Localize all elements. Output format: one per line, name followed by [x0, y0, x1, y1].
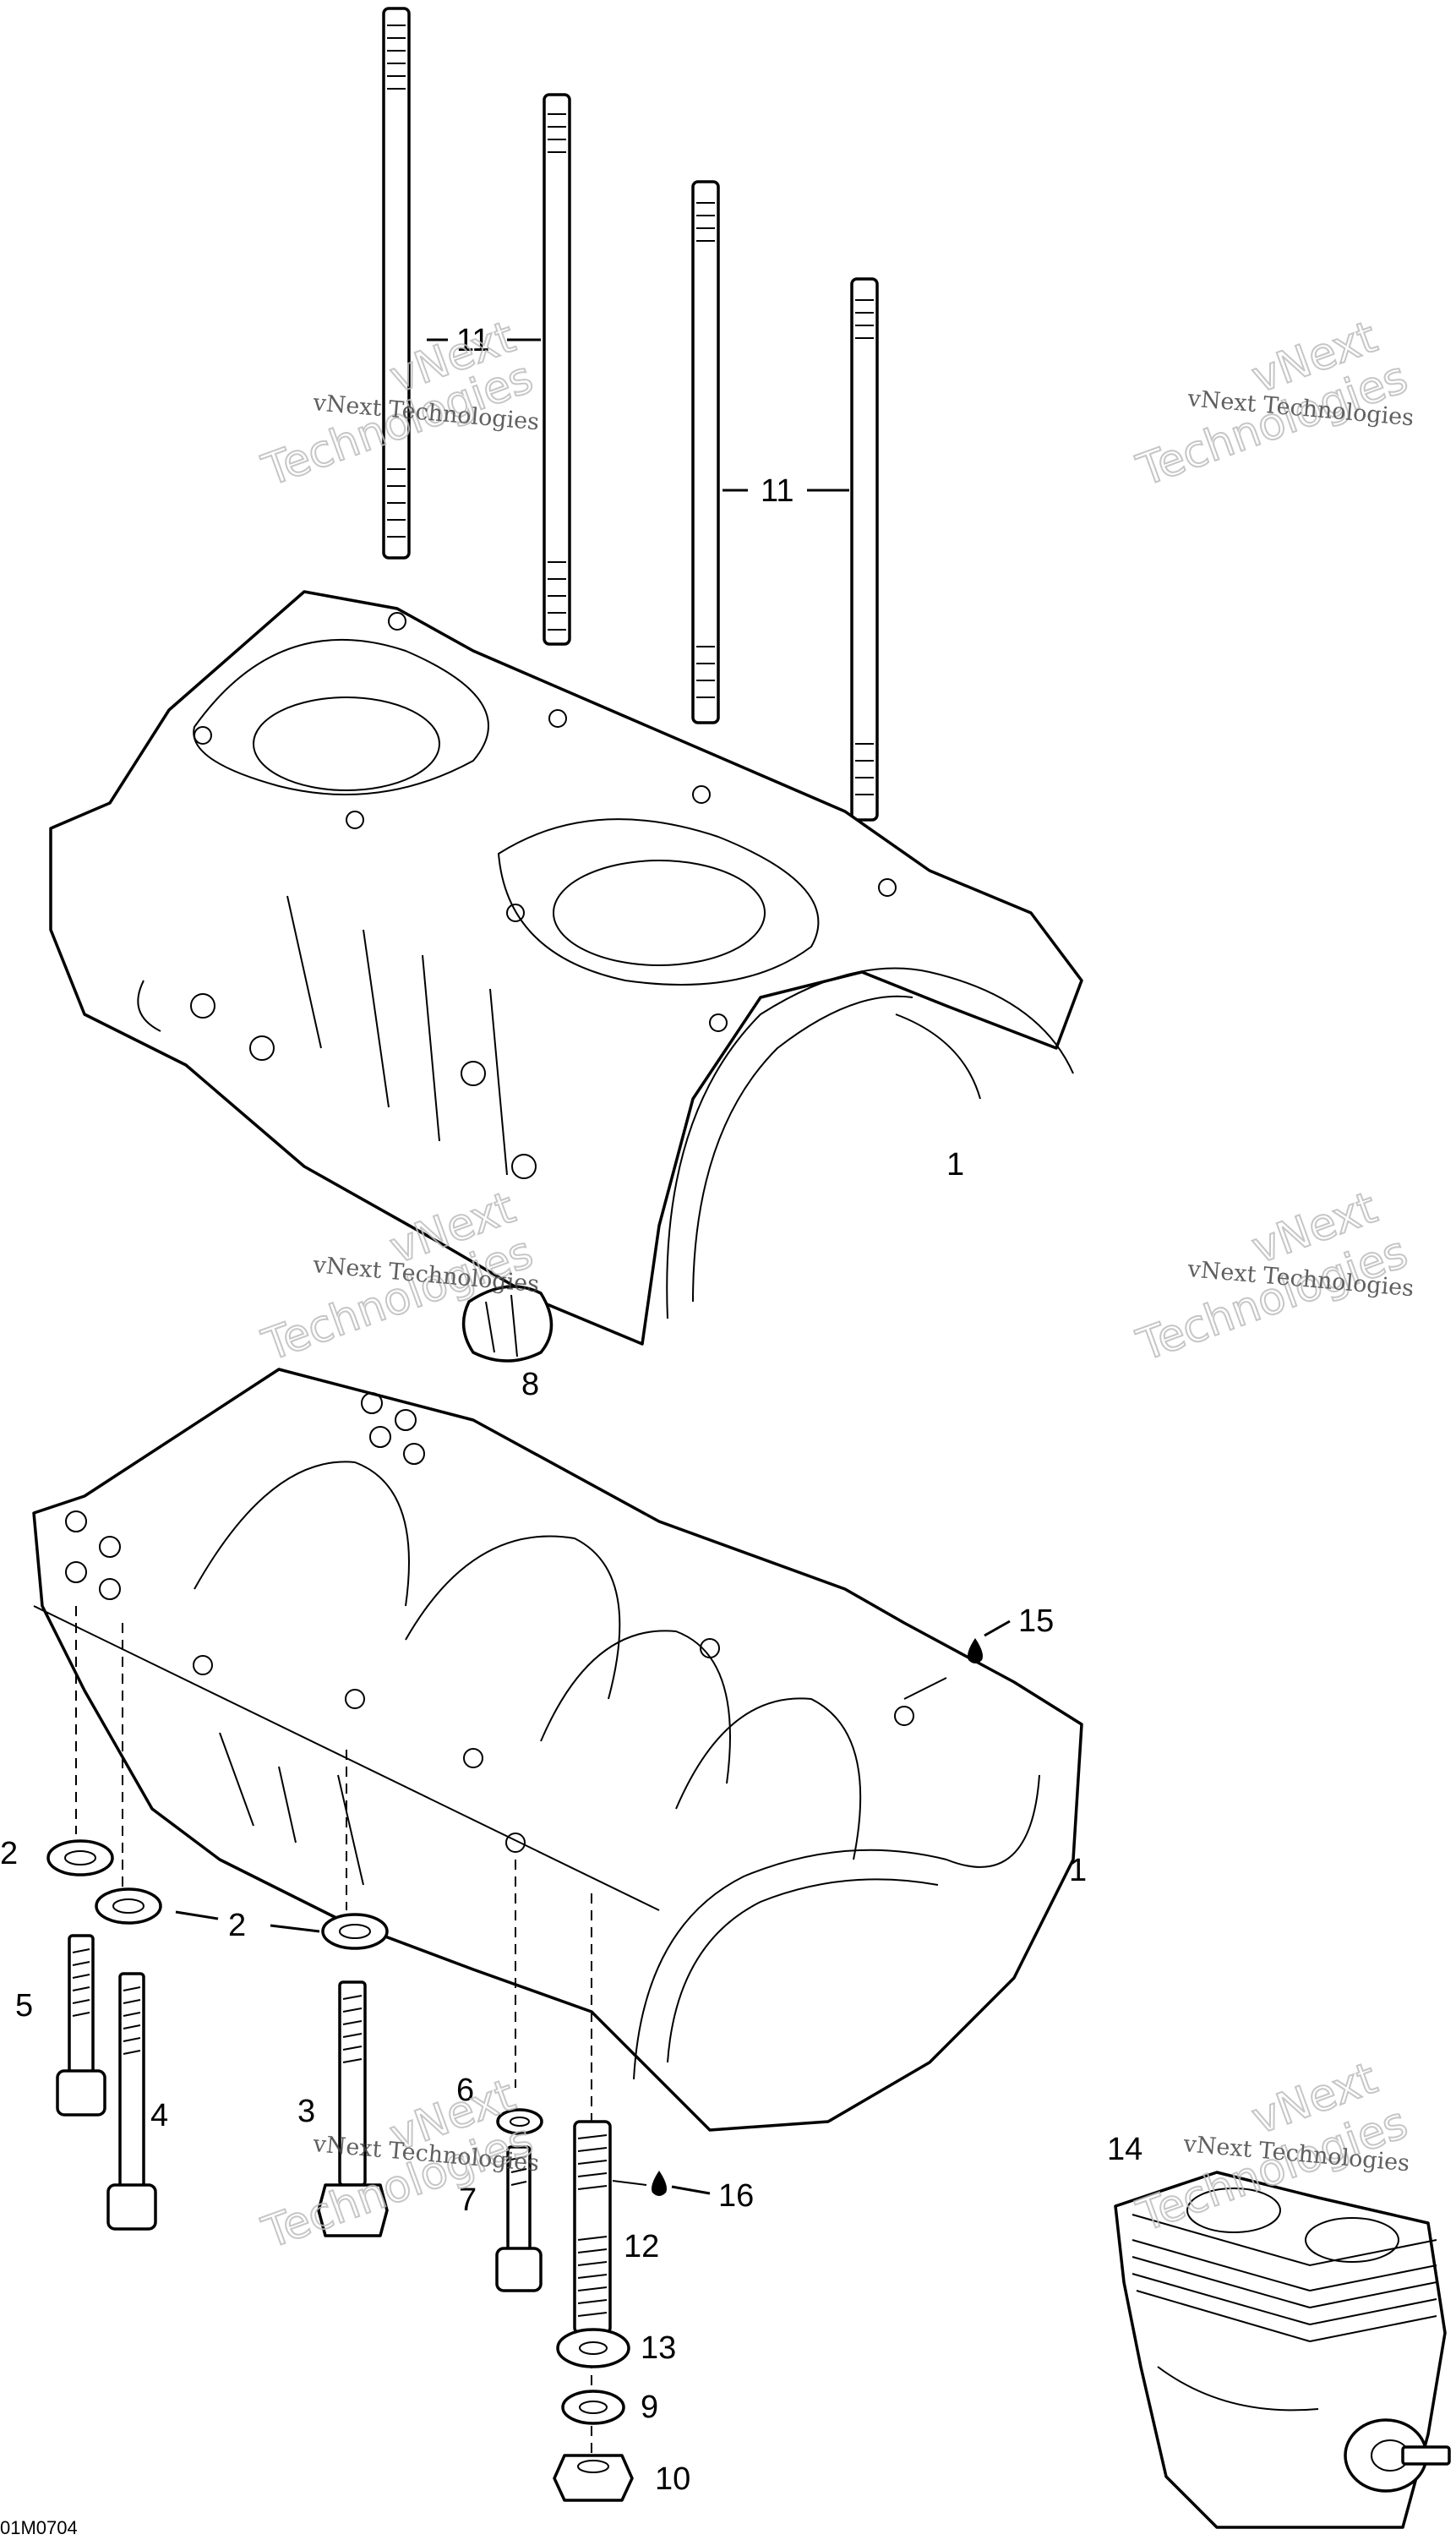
- callout-3: 3: [297, 2094, 315, 2129]
- stud-group-11[interactable]: [382, 7, 879, 822]
- callout-2-mid: 2: [228, 1908, 246, 1943]
- callout-7: 7: [459, 2182, 477, 2218]
- callout-2-left: 2: [0, 1836, 18, 1871]
- watermark-mid-right: vNext Technologies vNext Technologies: [1130, 1182, 1415, 1373]
- callout-12: 12: [624, 2229, 659, 2264]
- callout-8: 8: [521, 1367, 539, 1402]
- stud-4: [850, 277, 879, 822]
- callout-1-lower: 1: [1069, 1853, 1087, 1888]
- callout-11-right: 11: [761, 473, 793, 509]
- callout-13: 13: [641, 2330, 676, 2366]
- stud-2: [543, 93, 571, 646]
- callout-4: 4: [150, 2098, 168, 2133]
- callout-1-upper: 1: [946, 1147, 964, 1183]
- callout-10: 10: [655, 2461, 690, 2497]
- lower-crankcase-half[interactable]: [32, 1368, 1083, 2132]
- callout-15: 15: [1018, 1603, 1054, 1639]
- nut-10[interactable]: [553, 2454, 634, 2502]
- callout-5: 5: [15, 1988, 33, 2024]
- upper-crankcase-half[interactable]: [49, 590, 1083, 1346]
- drain-plug-8[interactable]: [461, 1285, 553, 1363]
- callout-16: 16: [718, 2178, 754, 2214]
- callout-9: 9: [641, 2390, 658, 2425]
- stud-3: [691, 180, 720, 724]
- sealant-drop-15: [903, 1620, 1011, 1700]
- lock-washer-9[interactable]: [561, 2390, 625, 2425]
- callout-11-left: 11: [456, 323, 489, 358]
- figure-id: 01M0704: [0, 2517, 78, 2538]
- callout-6: 6: [456, 2073, 474, 2108]
- engine-assembly-thumbnail-14[interactable]: [1114, 2171, 1451, 2529]
- watermark-top-right: vNext Technologies vNext Technologies: [1130, 311, 1415, 498]
- bolt-3[interactable]: [317, 1980, 389, 2237]
- lock-washers-2[interactable]: [46, 1839, 389, 1950]
- stud-1: [382, 7, 411, 560]
- flat-washer-13[interactable]: [556, 2328, 630, 2368]
- callout-labels: 11 11 1 8 15 1 2 2 5 4 3 6 7 16 12 13 9 …: [0, 323, 1142, 2497]
- bolt-5[interactable]: [56, 1934, 106, 2117]
- sealant-drop-16: [612, 2171, 711, 2196]
- washer-6[interactable]: [496, 2108, 543, 2135]
- callout-14: 14: [1107, 2132, 1142, 2167]
- bolt-7[interactable]: [495, 2145, 543, 2292]
- stud-12[interactable]: [573, 2120, 612, 2335]
- bolt-4[interactable]: [106, 1972, 157, 2231]
